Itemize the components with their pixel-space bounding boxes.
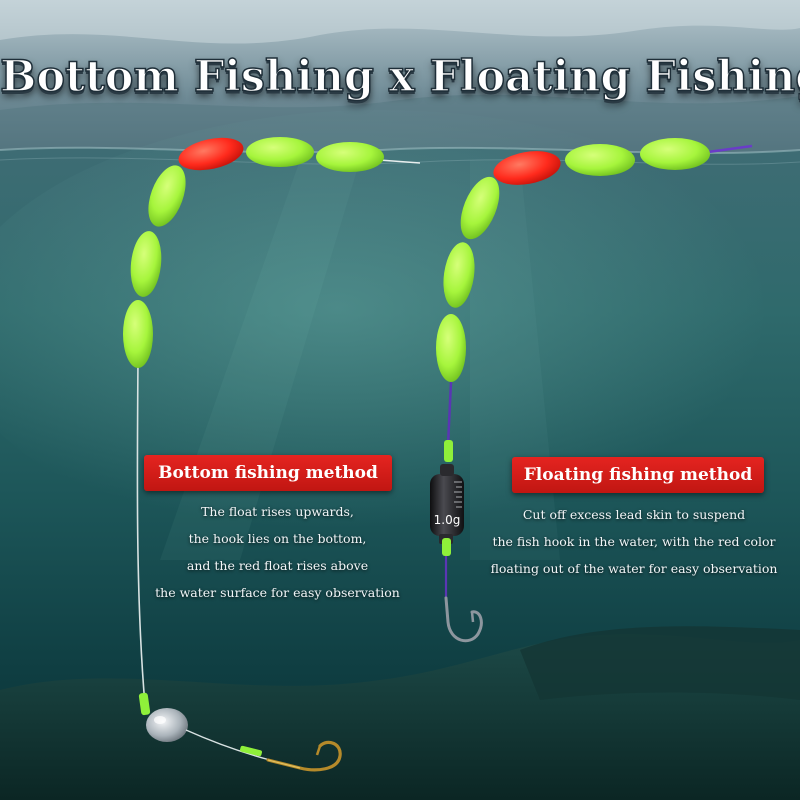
description-line: the hook lies on the bottom, xyxy=(188,531,367,546)
hook xyxy=(444,596,483,643)
green-float xyxy=(148,165,186,227)
green-float xyxy=(316,142,384,172)
description-line: The float rises upwards, xyxy=(201,504,354,519)
green-float xyxy=(640,138,710,170)
floating-fishing-heading: Floating fishing method xyxy=(512,457,764,493)
description-line: and the red float rises above xyxy=(186,558,369,573)
green-float xyxy=(460,176,500,240)
split-shot-sinker xyxy=(146,708,188,742)
hook xyxy=(266,740,342,772)
description-line: the fish hook in the water, with the red… xyxy=(492,534,776,549)
green-float xyxy=(565,144,635,176)
green-float xyxy=(443,242,475,308)
floating-fishing-description: Cut off excess lead skin to suspend the … xyxy=(468,501,800,582)
description-line: the water surface for easy observation xyxy=(155,585,400,600)
sinker-weight-label: 1.0g xyxy=(434,513,461,527)
green-float xyxy=(246,137,314,167)
green-float xyxy=(130,231,162,297)
bottom-fishing-description: The float rises upwards, the hook lies o… xyxy=(130,498,425,606)
green-float xyxy=(436,314,466,382)
red-float xyxy=(493,151,561,185)
green-float xyxy=(123,300,153,368)
lead-sinker xyxy=(430,474,464,536)
red-float xyxy=(178,137,244,171)
description-line: Cut off excess lead skin to suspend xyxy=(522,507,746,522)
bottom-fishing-heading: Bottom fishing method xyxy=(144,455,392,491)
floating-fishing-rig xyxy=(430,138,753,643)
description-line: floating out of the water for easy obser… xyxy=(490,561,778,576)
page-title: Bottom Fishing x Floating Fishing xyxy=(0,51,800,103)
bottom-fishing-rig xyxy=(123,137,421,772)
